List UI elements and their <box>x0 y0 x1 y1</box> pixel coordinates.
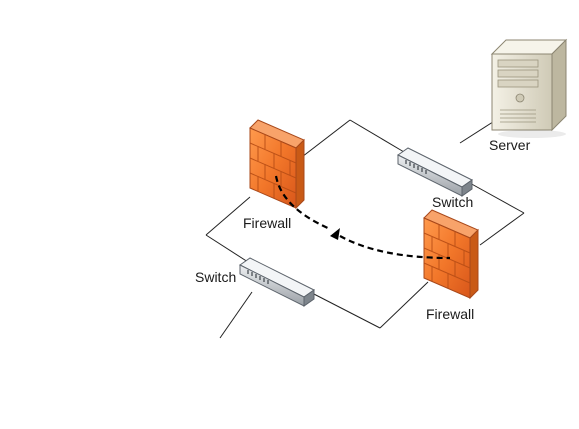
firewall-icon <box>423 209 479 300</box>
link-bottom-junction-to-firewall-right <box>379 281 429 329</box>
link-switch-bottom-to-bottom-junction <box>309 291 381 329</box>
server-label: Server <box>489 137 531 153</box>
link-top-junction-to-switch-top <box>349 119 405 153</box>
link-switch-bottom-outgoing <box>219 291 253 339</box>
arrowhead-icon <box>330 228 340 240</box>
firewall-left-label: Firewall <box>243 215 292 231</box>
switch-top-label: Switch <box>432 194 474 210</box>
link-switch-top-to-server <box>459 119 497 144</box>
link-left-junction-to-switch-bottom <box>205 234 249 263</box>
link-firewall-left-to-top-junction <box>297 119 351 161</box>
traffic-path-to-right-firewall <box>339 235 451 260</box>
traffic-path-from-left-firewall <box>274 175 331 231</box>
switch-bottom-label: Switch <box>195 269 237 285</box>
link-switch-top-to-right-junction <box>467 181 525 214</box>
traffic-path <box>274 175 451 260</box>
link-firewall-left-to-left-junction <box>205 196 251 236</box>
switch-icon <box>397 147 473 197</box>
firewall-right-label: Firewall <box>426 306 475 322</box>
server-icon <box>490 38 568 138</box>
link-right-junction-to-firewall-right <box>479 212 525 246</box>
network-links <box>205 119 525 339</box>
switch-icon <box>239 257 315 307</box>
firewall-icon <box>249 119 305 210</box>
